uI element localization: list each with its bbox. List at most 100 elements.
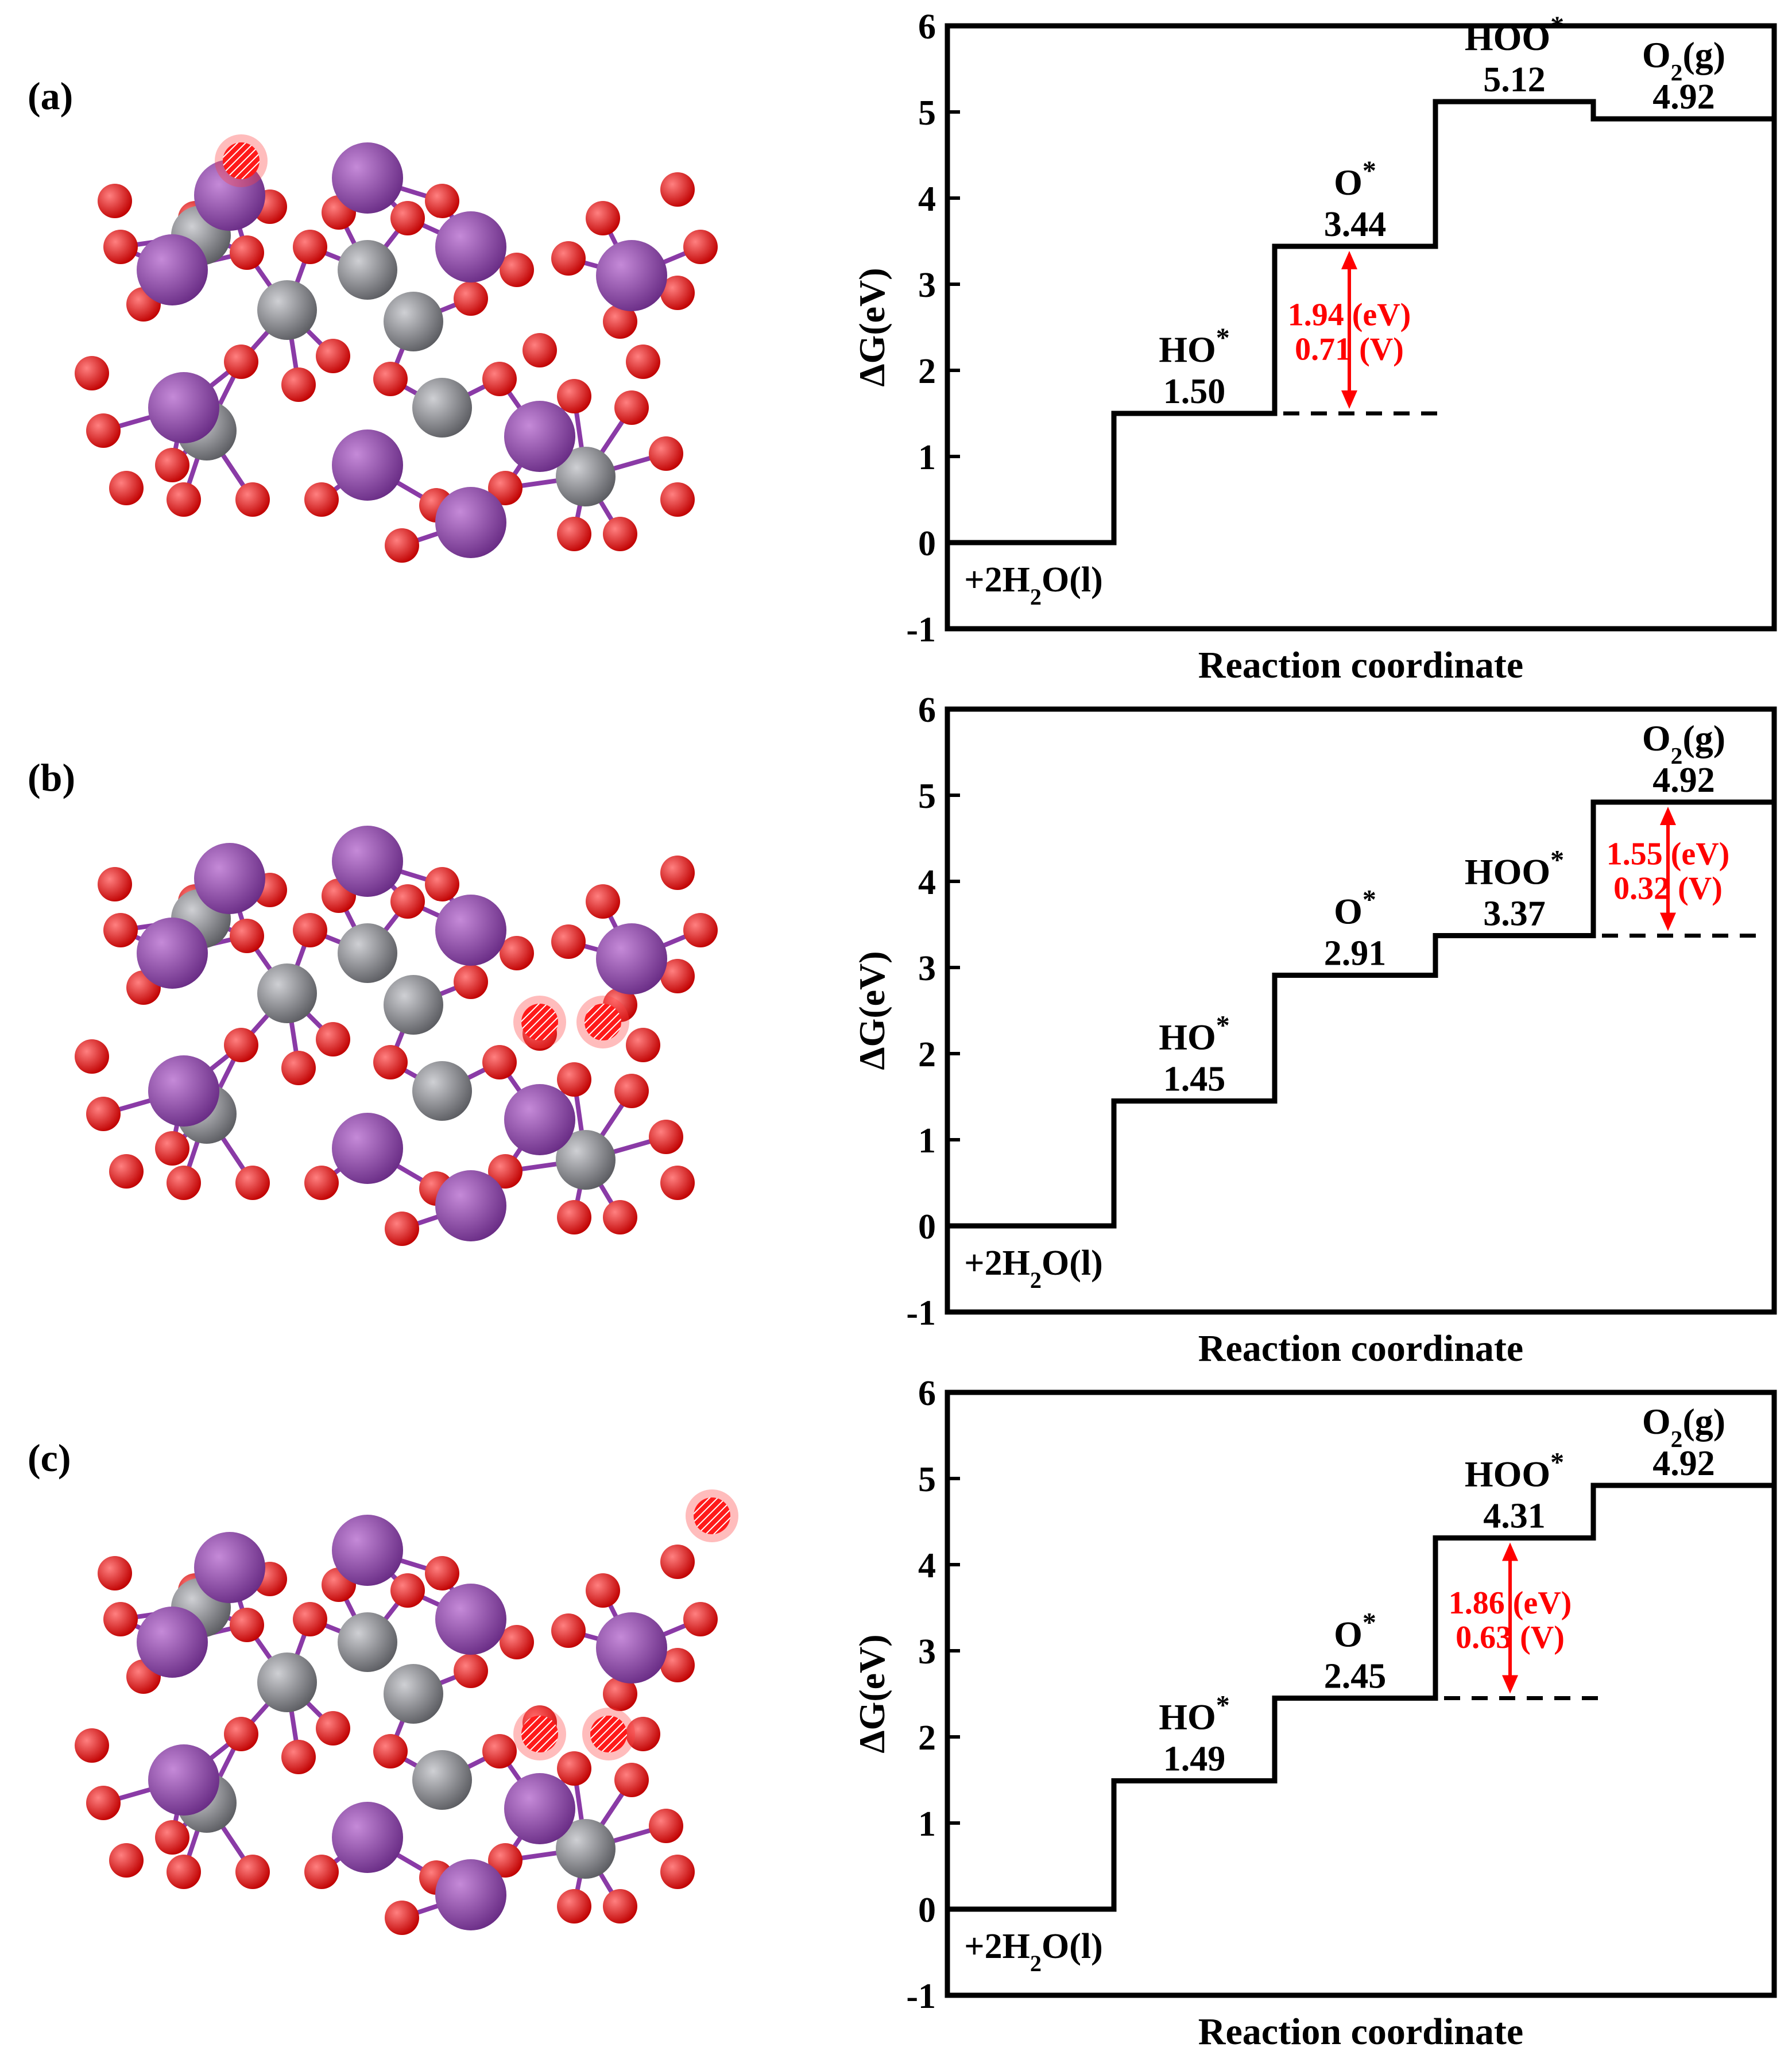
- oxygen-atom: [603, 1677, 637, 1711]
- oxygen-atom: [373, 1734, 408, 1768]
- step-value-label: 4.92: [1652, 1444, 1715, 1483]
- oxygen-atom: [603, 517, 637, 551]
- step-name-label: HO*: [1159, 1690, 1230, 1737]
- oxygen-atom: [98, 867, 132, 901]
- y-tick-label: -1: [906, 1294, 936, 1333]
- purple-metal-atom: [332, 142, 403, 214]
- step-name-label: O*: [1334, 1607, 1376, 1655]
- oxygen-atom: [293, 913, 327, 947]
- oxygen-atom: [75, 1039, 109, 1074]
- step-name-label: HO*: [1159, 323, 1230, 370]
- purple-metal-atom: [596, 240, 667, 311]
- energy-step-line: [947, 799, 1774, 1229]
- gray-metal-atom: [556, 1130, 616, 1190]
- oxygen-atom: [304, 482, 339, 517]
- y-tick-label: 0: [918, 1891, 936, 1930]
- oxygen-atom: [454, 281, 488, 316]
- oxygen-atom: [660, 1648, 695, 1682]
- oxygen-atom: [281, 367, 316, 402]
- oxygen-atom: [235, 1855, 270, 1889]
- molecule-cluster: [75, 1489, 738, 1935]
- oxygen-atom: [230, 919, 264, 953]
- oxygen-atom: [98, 1556, 132, 1590]
- oxygen-atom: [551, 924, 586, 959]
- purple-metal-atom: [504, 1773, 575, 1844]
- y-tick-label: -1: [906, 610, 936, 649]
- purple-metal-atom: [435, 1170, 506, 1241]
- oxygen-atom: [660, 959, 695, 993]
- y-tick-label: 6: [918, 7, 936, 47]
- oxygen-atom: [626, 1717, 660, 1751]
- oxygen-atom: [86, 413, 121, 448]
- active-site-atom: [223, 142, 260, 179]
- oxygen-atom: [155, 1820, 189, 1855]
- gray-metal-atom: [412, 1061, 472, 1121]
- step-name-label: +2H2O(l): [964, 560, 1102, 610]
- y-tick-label: 0: [918, 1208, 936, 1247]
- gray-metal-atom: [338, 1612, 397, 1672]
- oxygen-atom: [304, 1855, 339, 1889]
- oxygen-atom: [230, 1608, 264, 1642]
- gray-metal-atom: [412, 1750, 472, 1810]
- oxygen-atom: [603, 304, 637, 339]
- oxygen-atom: [86, 1097, 121, 1131]
- y-tick-label: 3: [918, 949, 936, 988]
- oxygen-atom: [500, 1625, 534, 1659]
- purple-metal-atom: [148, 1744, 219, 1816]
- panel-label-b: (b): [28, 756, 76, 799]
- y-tick-label: 5: [918, 777, 936, 816]
- oxygen-atom: [683, 913, 718, 947]
- oxygen-atom: [626, 345, 660, 379]
- purple-metal-atom: [332, 1113, 403, 1184]
- y-tick-label: 2: [918, 1719, 936, 1758]
- purple-metal-atom: [332, 429, 403, 501]
- oxygen-atom: [316, 1711, 350, 1746]
- y-tick-label: 2: [918, 352, 936, 391]
- purple-metal-atom: [435, 1859, 506, 1930]
- oxygen-atom: [603, 1889, 637, 1924]
- active-site-atom: [521, 1004, 558, 1040]
- oxygen-atom: [557, 1200, 591, 1234]
- oxygen-atom: [390, 1573, 425, 1608]
- oxygen-atom: [390, 201, 425, 235]
- barrier-arrow-down-head: [1341, 390, 1357, 409]
- step-name-label: O*: [1334, 884, 1376, 932]
- molecule-cluster: [75, 826, 718, 1246]
- oxygen-atom: [86, 1786, 121, 1820]
- oxygen-atom: [385, 528, 419, 563]
- gray-metal-atom: [257, 280, 317, 340]
- step-name-label: HOO*: [1465, 11, 1564, 59]
- oxygen-atom: [109, 1154, 144, 1189]
- y-axis-label: ΔG(eV): [852, 1634, 892, 1753]
- barrier-potential-label: 0.71 (V): [1295, 332, 1404, 367]
- y-tick-label: 3: [918, 1632, 936, 1671]
- gray-metal-atom: [412, 378, 472, 438]
- step-value-label: 1.45: [1163, 1060, 1226, 1099]
- oxygen-atom: [557, 1751, 591, 1786]
- purple-metal-atom: [596, 1612, 667, 1684]
- oxygen-atom: [586, 1573, 620, 1608]
- oxygen-atom: [649, 1120, 683, 1154]
- oxygen-atom: [660, 1545, 695, 1579]
- oxygen-atom: [626, 1028, 660, 1062]
- y-tick-label: -1: [906, 1977, 936, 2016]
- oxygen-atom: [488, 1843, 522, 1878]
- step-name-label: O2(g): [1642, 1401, 1725, 1452]
- oxygen-atom: [230, 235, 264, 270]
- oxygen-atom: [614, 1074, 649, 1108]
- active-site-atom: [585, 1004, 621, 1040]
- purple-metal-atom: [194, 843, 265, 914]
- oxygen-atom: [167, 482, 201, 517]
- oxygen-atom: [293, 230, 327, 264]
- barrier-potential-label: 0.32 (V): [1613, 870, 1723, 906]
- oxygen-atom: [373, 1045, 408, 1079]
- purple-metal-atom: [332, 1515, 403, 1586]
- purple-metal-atom: [137, 234, 208, 305]
- y-axis-label: ΔG(eV): [852, 951, 892, 1070]
- plot-frame: [945, 23, 1777, 632]
- step-name-label: +2H2O(l): [964, 1927, 1102, 1976]
- purple-metal-atom: [137, 918, 208, 989]
- molecular-structure-b: [75, 826, 718, 1246]
